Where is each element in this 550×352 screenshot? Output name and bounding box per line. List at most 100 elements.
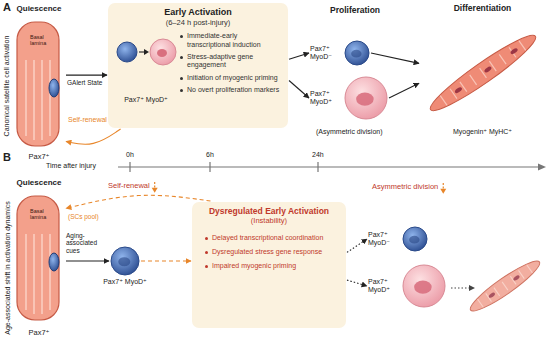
marker-label: Pax7⁺ MyoD⁻ <box>310 45 340 61</box>
stage-title: Quiescence <box>17 178 62 187</box>
shape-part <box>118 166 540 167</box>
bullet-text: Delayed transcriptional coordination <box>212 234 340 242</box>
shape-part <box>17 22 59 146</box>
shape-part <box>26 60 50 140</box>
connector-arrow <box>389 83 419 98</box>
dotted-arrow <box>451 285 475 291</box>
cell-node: Pax7⁺ MyoD⁻ <box>310 40 370 66</box>
shape-part <box>440 189 446 194</box>
shape-part <box>488 292 496 299</box>
cell-body <box>403 265 445 307</box>
shape-part <box>513 274 521 281</box>
row-title: Canonical satellite cell activation <box>3 36 11 137</box>
shape-part <box>49 79 59 97</box>
timeline-axis <box>118 162 546 172</box>
muscle-fiber <box>17 22 59 146</box>
connector-arrow <box>66 129 121 144</box>
shape-part <box>483 66 492 74</box>
shape-part <box>538 164 546 171</box>
myotube <box>466 255 544 316</box>
marker-label: Pax7⁺ MyoD⁺ <box>103 278 147 286</box>
muscle-fiber <box>17 196 59 320</box>
edge-label: Self-renewal <box>68 116 107 124</box>
box-subtitle: (6–24 h post-injury) <box>114 18 282 27</box>
bullet-text: Stress-adaptive gene engagement <box>187 53 282 70</box>
edge-label: Self-renewal <box>108 182 150 191</box>
cell-nucleus <box>409 236 419 244</box>
box-title: Dysregulated Early Activation <box>198 206 340 216</box>
marker-label: Pax7⁺ MyoD⁺ <box>368 278 398 294</box>
stem-cell <box>117 42 137 62</box>
arrow-head <box>144 49 149 55</box>
marker-label: Pax7⁺ MyoD⁺ <box>310 90 340 106</box>
activated-cell <box>150 39 176 65</box>
stage-title: Proliferation <box>330 6 380 16</box>
shape-part <box>451 287 470 288</box>
bullet-text: Initiation of myogenic priming <box>187 74 282 82</box>
marker-label: Pax7⁺ MyoD⁺ <box>124 96 168 104</box>
cell-nucleus <box>356 93 374 106</box>
bullet-text: Dysregulated stress gene response <box>212 248 340 256</box>
row-title: Age-associated shift in activation dynam… <box>3 201 11 334</box>
activated-cell <box>402 264 446 308</box>
shape-part <box>478 265 533 308</box>
stem-cell <box>344 40 370 66</box>
connector-arrow <box>347 280 367 286</box>
shape-part <box>440 41 526 106</box>
tick-label: 24h <box>312 151 324 159</box>
bullet-text: Impaired myogenic priming <box>212 262 340 270</box>
activated-cell <box>344 76 388 120</box>
shape-part <box>17 196 59 320</box>
shape-part <box>152 188 158 193</box>
panel-letter: A <box>3 1 11 14</box>
shape-part <box>466 255 544 316</box>
marker-label: Pax7⁺ <box>28 329 49 338</box>
shape-part <box>469 285 475 291</box>
note-label: (Asymmetric division) <box>316 128 383 136</box>
cell-body <box>345 41 369 65</box>
marker-label: Myogenin⁺ MyHC⁺ <box>453 128 512 136</box>
box-title: Early Activation <box>114 7 282 18</box>
stage-column: QuiescencePax7⁺ <box>13 4 65 162</box>
stage-title: Differentiation <box>454 4 512 14</box>
cell-body <box>403 227 427 251</box>
marker-label: Pax7⁺ <box>28 153 49 162</box>
axis-title: Time after injury <box>46 162 96 170</box>
bullet-text: Immediate-early transcriptional inductio… <box>187 32 282 49</box>
shape-part <box>26 234 50 314</box>
connector-arrow <box>347 239 367 252</box>
connector-arrow <box>66 195 210 208</box>
cell-node: Pax7⁺ MyoD⁻ <box>368 226 428 252</box>
marker-label: Pax7⁺ MyoD⁻ <box>368 231 398 247</box>
decrease-arrow <box>440 183 446 194</box>
connector-arrow <box>371 53 419 63</box>
cell-body <box>345 77 387 119</box>
part-label: Basal lamina <box>30 208 54 220</box>
panel-letter: B <box>3 151 11 164</box>
cell-nucleus <box>414 281 432 294</box>
box-subtitle: (Instability) <box>198 216 340 225</box>
activation-illustration <box>114 32 178 72</box>
connector-arrow <box>289 53 309 59</box>
change-label: Asymmetric division <box>372 183 438 192</box>
connector-arrow <box>66 75 107 76</box>
cell-node: Pax7⁺ MyoD⁺ <box>310 76 388 120</box>
tick-label: 0h <box>126 151 134 159</box>
shape-part <box>425 28 541 118</box>
cell-node: Pax7⁺ MyoD⁺ <box>368 264 446 308</box>
stage-title: Quiescence <box>17 4 62 13</box>
tick-label: 6h <box>206 151 214 159</box>
process-box: Early Activation(6–24 h post-injury) Pax7… <box>108 3 288 128</box>
myotube <box>425 28 541 118</box>
shape-part <box>49 253 59 271</box>
edge-label: GAlert State <box>67 79 102 86</box>
stage-column: DifferentiationMyogenin⁺ MyHC⁺ <box>420 4 545 136</box>
shape-part <box>510 47 519 55</box>
cell-nucleus <box>351 50 361 58</box>
cell-nucleus <box>157 49 167 57</box>
cell-body <box>111 247 139 275</box>
connector-arrow <box>141 260 191 261</box>
stage-column: QuiescencePax7⁺ <box>13 178 65 338</box>
decrease-arrow <box>152 182 158 193</box>
